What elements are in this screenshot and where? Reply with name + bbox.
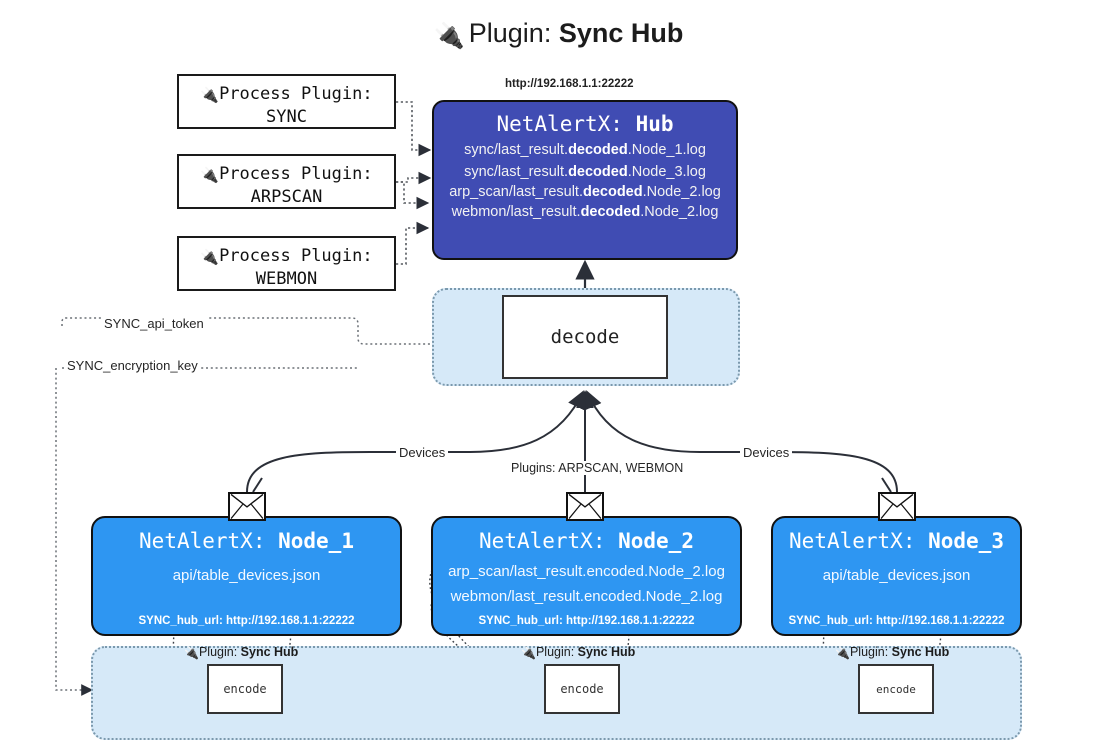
envelope-lines xyxy=(880,494,914,519)
edge-label-devices-right: Devices xyxy=(740,445,793,460)
node-data-line: arp_scan/last_result.encoded.Node_2.log xyxy=(448,563,725,580)
envelope-lines xyxy=(230,494,264,519)
plug-icon: 🔌 xyxy=(200,166,220,184)
node-data-line: api/table_devices.json xyxy=(172,567,321,584)
node-title: NetAlertX: Node_2 xyxy=(479,529,694,553)
plug-icon: 🔌 xyxy=(200,86,220,104)
process-plugin-line2: ARPSCAN xyxy=(250,186,323,207)
node-title: NetAlertX: Node_3 xyxy=(789,529,1004,553)
hub-title: NetAlertX: Hub xyxy=(496,112,674,136)
process-plugin-box-webmon[interactable]: 🔌Process Plugin: WEBMON xyxy=(177,236,396,291)
hub-node[interactable]: NetAlertX: Hub sync/last_result.decoded.… xyxy=(432,100,738,260)
hub-log-line: arp_scan/last_result.decoded.Node_2.log xyxy=(449,184,721,200)
node-footer: SYNC_hub_url: http://192.168.1.1:22222 xyxy=(788,615,1005,627)
encode-box[interactable]: encode xyxy=(207,664,283,714)
plug-icon: 🔌 xyxy=(521,646,536,660)
envelope-icon xyxy=(878,492,916,521)
node-title: NetAlertX: Node_1 xyxy=(139,529,354,553)
edge-label-sync-api-token: SYNC_api_token xyxy=(101,316,207,331)
page-title: 🔌Plugin: Sync Hub xyxy=(0,18,1117,51)
page-title-prefix: Plugin: xyxy=(468,18,559,48)
process-plugin-line2: SYNC xyxy=(266,106,307,127)
envelope-icon xyxy=(228,492,266,521)
node-box-node-2[interactable]: NetAlertX: Node_2 arp_scan/last_result.e… xyxy=(431,516,742,636)
encode-box[interactable]: encode xyxy=(858,664,934,714)
node-box-node-3[interactable]: NetAlertX: Node_3 api/table_devices.json… xyxy=(771,516,1022,636)
process-plugin-line2: WEBMON xyxy=(255,268,318,289)
edge-label-devices-left: Devices xyxy=(396,445,449,460)
node-data-line: webmon/last_result.encoded.Node_2.log xyxy=(450,588,723,605)
envelope-lines xyxy=(568,494,602,519)
node-footer: SYNC_hub_url: http://192.168.1.1:22222 xyxy=(138,615,355,627)
encode-plugin-label: 🔌Plugin: Sync Hub xyxy=(835,645,950,660)
process-plugin-line1: 🔌Process Plugin: xyxy=(200,84,373,104)
plug-icon: 🔌 xyxy=(433,22,465,50)
envelope-icon xyxy=(566,492,604,521)
encode-plugin-label: 🔌Plugin: Sync Hub xyxy=(521,645,636,660)
node-footer: SYNC_hub_url: http://192.168.1.1:22222 xyxy=(478,615,695,627)
decode-box[interactable]: decode xyxy=(502,295,668,379)
process-plugin-box-sync[interactable]: 🔌Process Plugin: SYNC xyxy=(177,74,396,129)
hub-log-line: sync/last_result.decoded.Node_1.log xyxy=(464,142,706,158)
process-plugin-line1: 🔌Process Plugin: xyxy=(200,246,373,266)
node-data-line: api/table_devices.json xyxy=(822,567,971,584)
process-plugin-box-arpscan[interactable]: 🔌Process Plugin: ARPSCAN xyxy=(177,154,396,209)
plug-icon: 🔌 xyxy=(835,646,850,660)
plug-icon: 🔌 xyxy=(200,248,220,266)
plug-icon: 🔌 xyxy=(184,646,199,660)
hub-log-line: webmon/last_result.decoded.Node_2.log xyxy=(451,204,719,220)
edge-label-plugins-center: Plugins: ARPSCAN, WEBMON xyxy=(508,461,687,475)
hub-url-label: http://192.168.1.1:22222 xyxy=(505,78,634,90)
encode-plugin-label: 🔌Plugin: Sync Hub xyxy=(184,645,299,660)
page-title-name: Sync Hub xyxy=(558,18,684,48)
encode-box[interactable]: encode xyxy=(544,664,620,714)
hub-log-line: sync/last_result.decoded.Node_3.log xyxy=(464,164,706,180)
node-box-node-1[interactable]: NetAlertX: Node_1 api/table_devices.json… xyxy=(91,516,402,636)
edge-label-sync-encryption-key: SYNC_encryption_key xyxy=(64,358,201,373)
process-plugin-line1: 🔌Process Plugin: xyxy=(200,164,373,184)
